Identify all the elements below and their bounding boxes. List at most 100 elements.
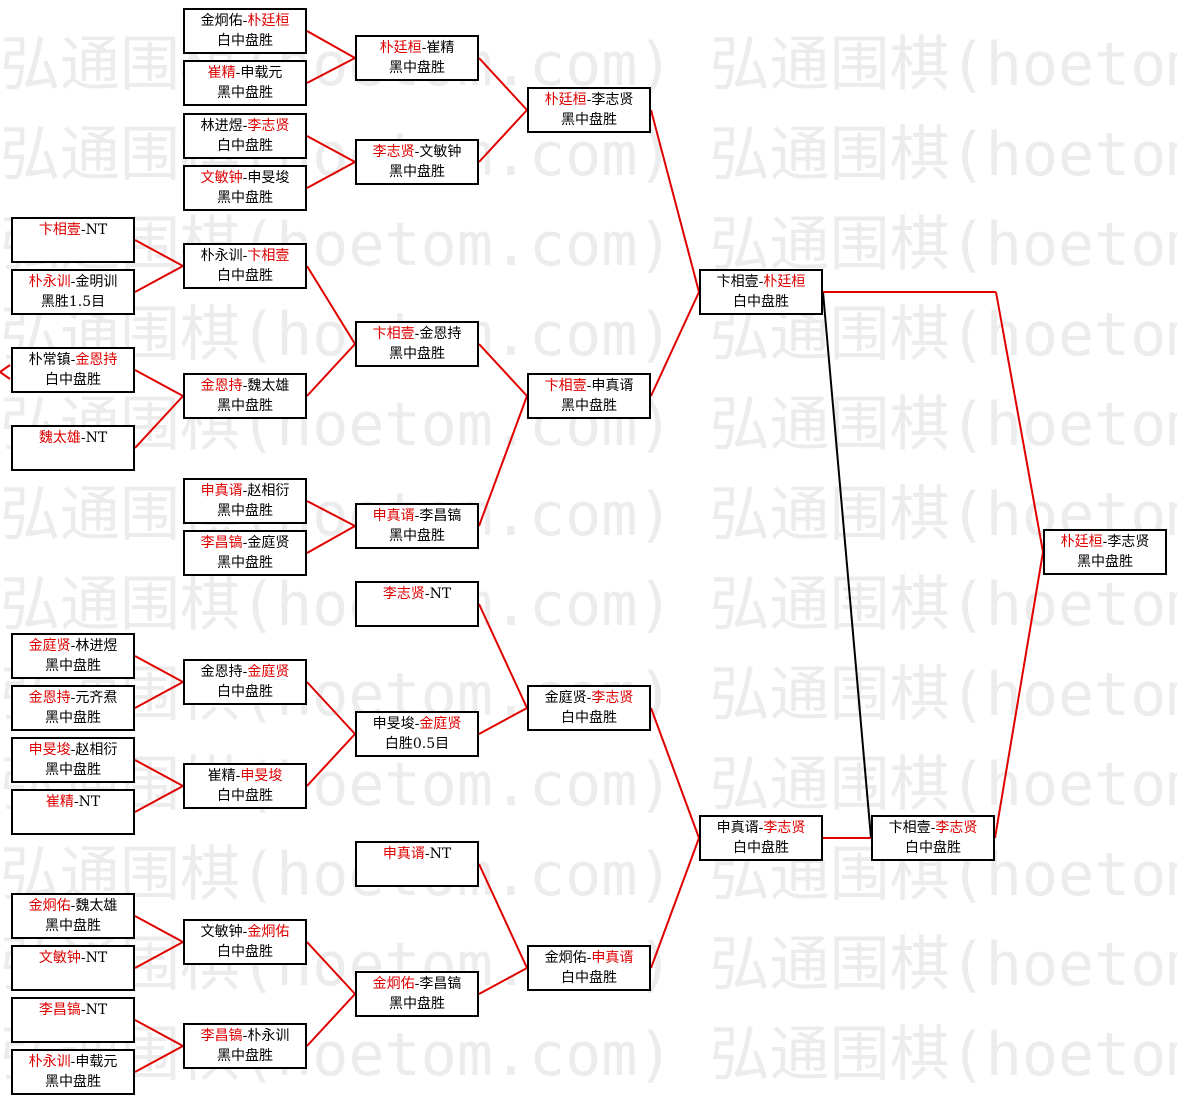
match-players: 申旻埈-金庭贤: [357, 714, 477, 734]
player-separator: -: [424, 846, 430, 862]
player-black: 卞相壹: [716, 274, 759, 290]
player-white: 李志贤: [1107, 534, 1150, 550]
match-result: 黑中盘胜: [389, 164, 445, 180]
match-result: 黑中盘胜: [561, 398, 617, 414]
match-result: 黑胜1.5目: [40, 294, 106, 310]
match-result: 黑中盘胜: [45, 762, 101, 778]
match-box: 卞相壹-金恩持黑中盘胜: [355, 321, 479, 367]
match-players: 李昌镐-金庭贤: [185, 533, 305, 553]
match-box: 申旻埈-赵相衍黑中盘胜: [11, 737, 135, 783]
player-black: 文敏钟: [38, 950, 81, 966]
match-players: 魏太雄-NT: [13, 428, 133, 448]
match-box: 卞相壹-申真谞黑中盘胜: [527, 373, 651, 419]
bracket-connector: [134, 681, 184, 709]
watermark-line: 弘通围棋(hoetom.com) 弘通围棋(hoetom.com) 弘通围棋(h…: [0, 300, 1177, 370]
player-separator: -: [424, 586, 430, 602]
player-black: 魏太雄: [38, 430, 81, 446]
player-black: 朴永训: [28, 1054, 71, 1070]
player-separator: -: [414, 716, 420, 732]
match-box: 文敏钟-申旻埈黑中盘胜: [183, 165, 307, 211]
bracket-connector: [478, 109, 528, 163]
player-black: 卞相壹: [888, 820, 931, 836]
match-result: 黑中盘胜: [45, 710, 101, 726]
bracket-connector: [478, 603, 528, 709]
player-black: 朴廷桓: [1060, 534, 1103, 550]
bracket-connector: [134, 785, 184, 813]
player-separator: -: [1102, 534, 1108, 550]
match-result: [13, 968, 133, 988]
bracket-connector: [306, 681, 356, 735]
match-result: 黑中盘胜: [389, 60, 445, 76]
bracket-connector: [822, 291, 872, 839]
match-players: 文敏钟-金炯佑: [185, 922, 305, 942]
match-result: 黑中盘胜: [45, 658, 101, 674]
player-black: 卞相壹: [372, 326, 415, 342]
match-box: 卞相壹-NT: [11, 217, 135, 263]
match-box: 朴永训-申载元黑中盘胜: [11, 1049, 135, 1095]
player-white: 林进煜: [75, 638, 118, 654]
match-box: 申真谞-NT: [355, 841, 479, 887]
player-white: 李志贤: [591, 92, 634, 108]
match-players: 金恩持-金庭贤: [185, 662, 305, 682]
match-box: 崔精-申载元黑中盘胜: [183, 60, 307, 106]
match-box: 朴廷桓-崔精黑中盘胜: [355, 35, 479, 81]
player-black: 金恩持: [28, 690, 71, 706]
edge-connector: [0, 371, 11, 380]
bracket-connector: [306, 161, 356, 189]
player-white: 李志贤: [591, 690, 634, 706]
player-black: 朴永训: [200, 248, 243, 264]
player-black: 申真谞: [716, 820, 759, 836]
player-separator: -: [414, 144, 420, 160]
match-result: 黑中盘胜: [217, 555, 273, 571]
player-white: 申真谞: [591, 950, 634, 966]
player-white: 申旻埈: [240, 768, 283, 784]
match-box: 金恩持-金庭贤白中盘胜: [183, 659, 307, 705]
player-black: 李昌镐: [200, 535, 243, 551]
match-box: 申真谞-李昌镐黑中盘胜: [355, 503, 479, 549]
player-separator: -: [70, 742, 76, 758]
match-result: [13, 448, 133, 468]
match-players: 卞相壹-朴廷桓: [701, 272, 821, 292]
match-result: 白中盘胜: [733, 294, 789, 310]
match-box: 金恩持-魏太雄黑中盘胜: [183, 373, 307, 419]
match-box: 文敏钟-NT: [11, 945, 135, 991]
bracket-connector: [306, 941, 356, 995]
match-result: 黑中盘胜: [389, 346, 445, 362]
match-players: 朴永训-金明训: [13, 272, 133, 292]
player-separator: -: [242, 13, 248, 29]
match-box: 李志贤-文敏钟黑中盘胜: [355, 139, 479, 185]
match-players: 李志贤-NT: [357, 584, 477, 604]
match-players: 申真谞-赵相衍: [185, 481, 305, 501]
player-white: 赵相衍: [247, 483, 290, 499]
match-box: 李志贤-NT: [355, 581, 479, 627]
player-separator: -: [70, 638, 76, 654]
match-box: 林进煜-李志贤白中盘胜: [183, 113, 307, 159]
player-black: 金庭贤: [28, 638, 71, 654]
player-black: 文敏钟: [200, 924, 243, 940]
player-separator: -: [586, 378, 592, 394]
bracket-connector: [306, 265, 356, 345]
player-separator: -: [586, 92, 592, 108]
match-box: 金炯佑-朴廷桓白中盘胜: [183, 8, 307, 54]
match-players: 崔精-申载元: [185, 63, 305, 83]
match-result: 白中盘胜: [217, 788, 273, 804]
match-players: 朴永训-卞相壹: [185, 246, 305, 266]
match-box: 金炯佑-魏太雄黑中盘胜: [11, 893, 135, 939]
player-white: 金恩持: [75, 352, 118, 368]
player-black: 金炯佑: [372, 976, 415, 992]
match-box: 崔精-申旻埈白中盘胜: [183, 763, 307, 809]
player-white: 金庭贤: [247, 664, 290, 680]
player-black: 朴永训: [28, 274, 71, 290]
match-box: 李昌镐-NT: [11, 997, 135, 1043]
match-result: [13, 240, 133, 260]
match-players: 申旻埈-赵相衍: [13, 740, 133, 760]
bracket-connector: [650, 837, 700, 969]
match-result: 黑中盘胜: [389, 528, 445, 544]
player-separator: -: [586, 690, 592, 706]
player-white: 魏太雄: [247, 378, 290, 394]
bracket-connector: [134, 655, 184, 683]
match-result: 白中盘胜: [733, 840, 789, 856]
bracket-connector: [650, 291, 700, 397]
match-box: 魏太雄-NT: [11, 425, 135, 471]
match-result: 白中盘胜: [45, 372, 101, 388]
